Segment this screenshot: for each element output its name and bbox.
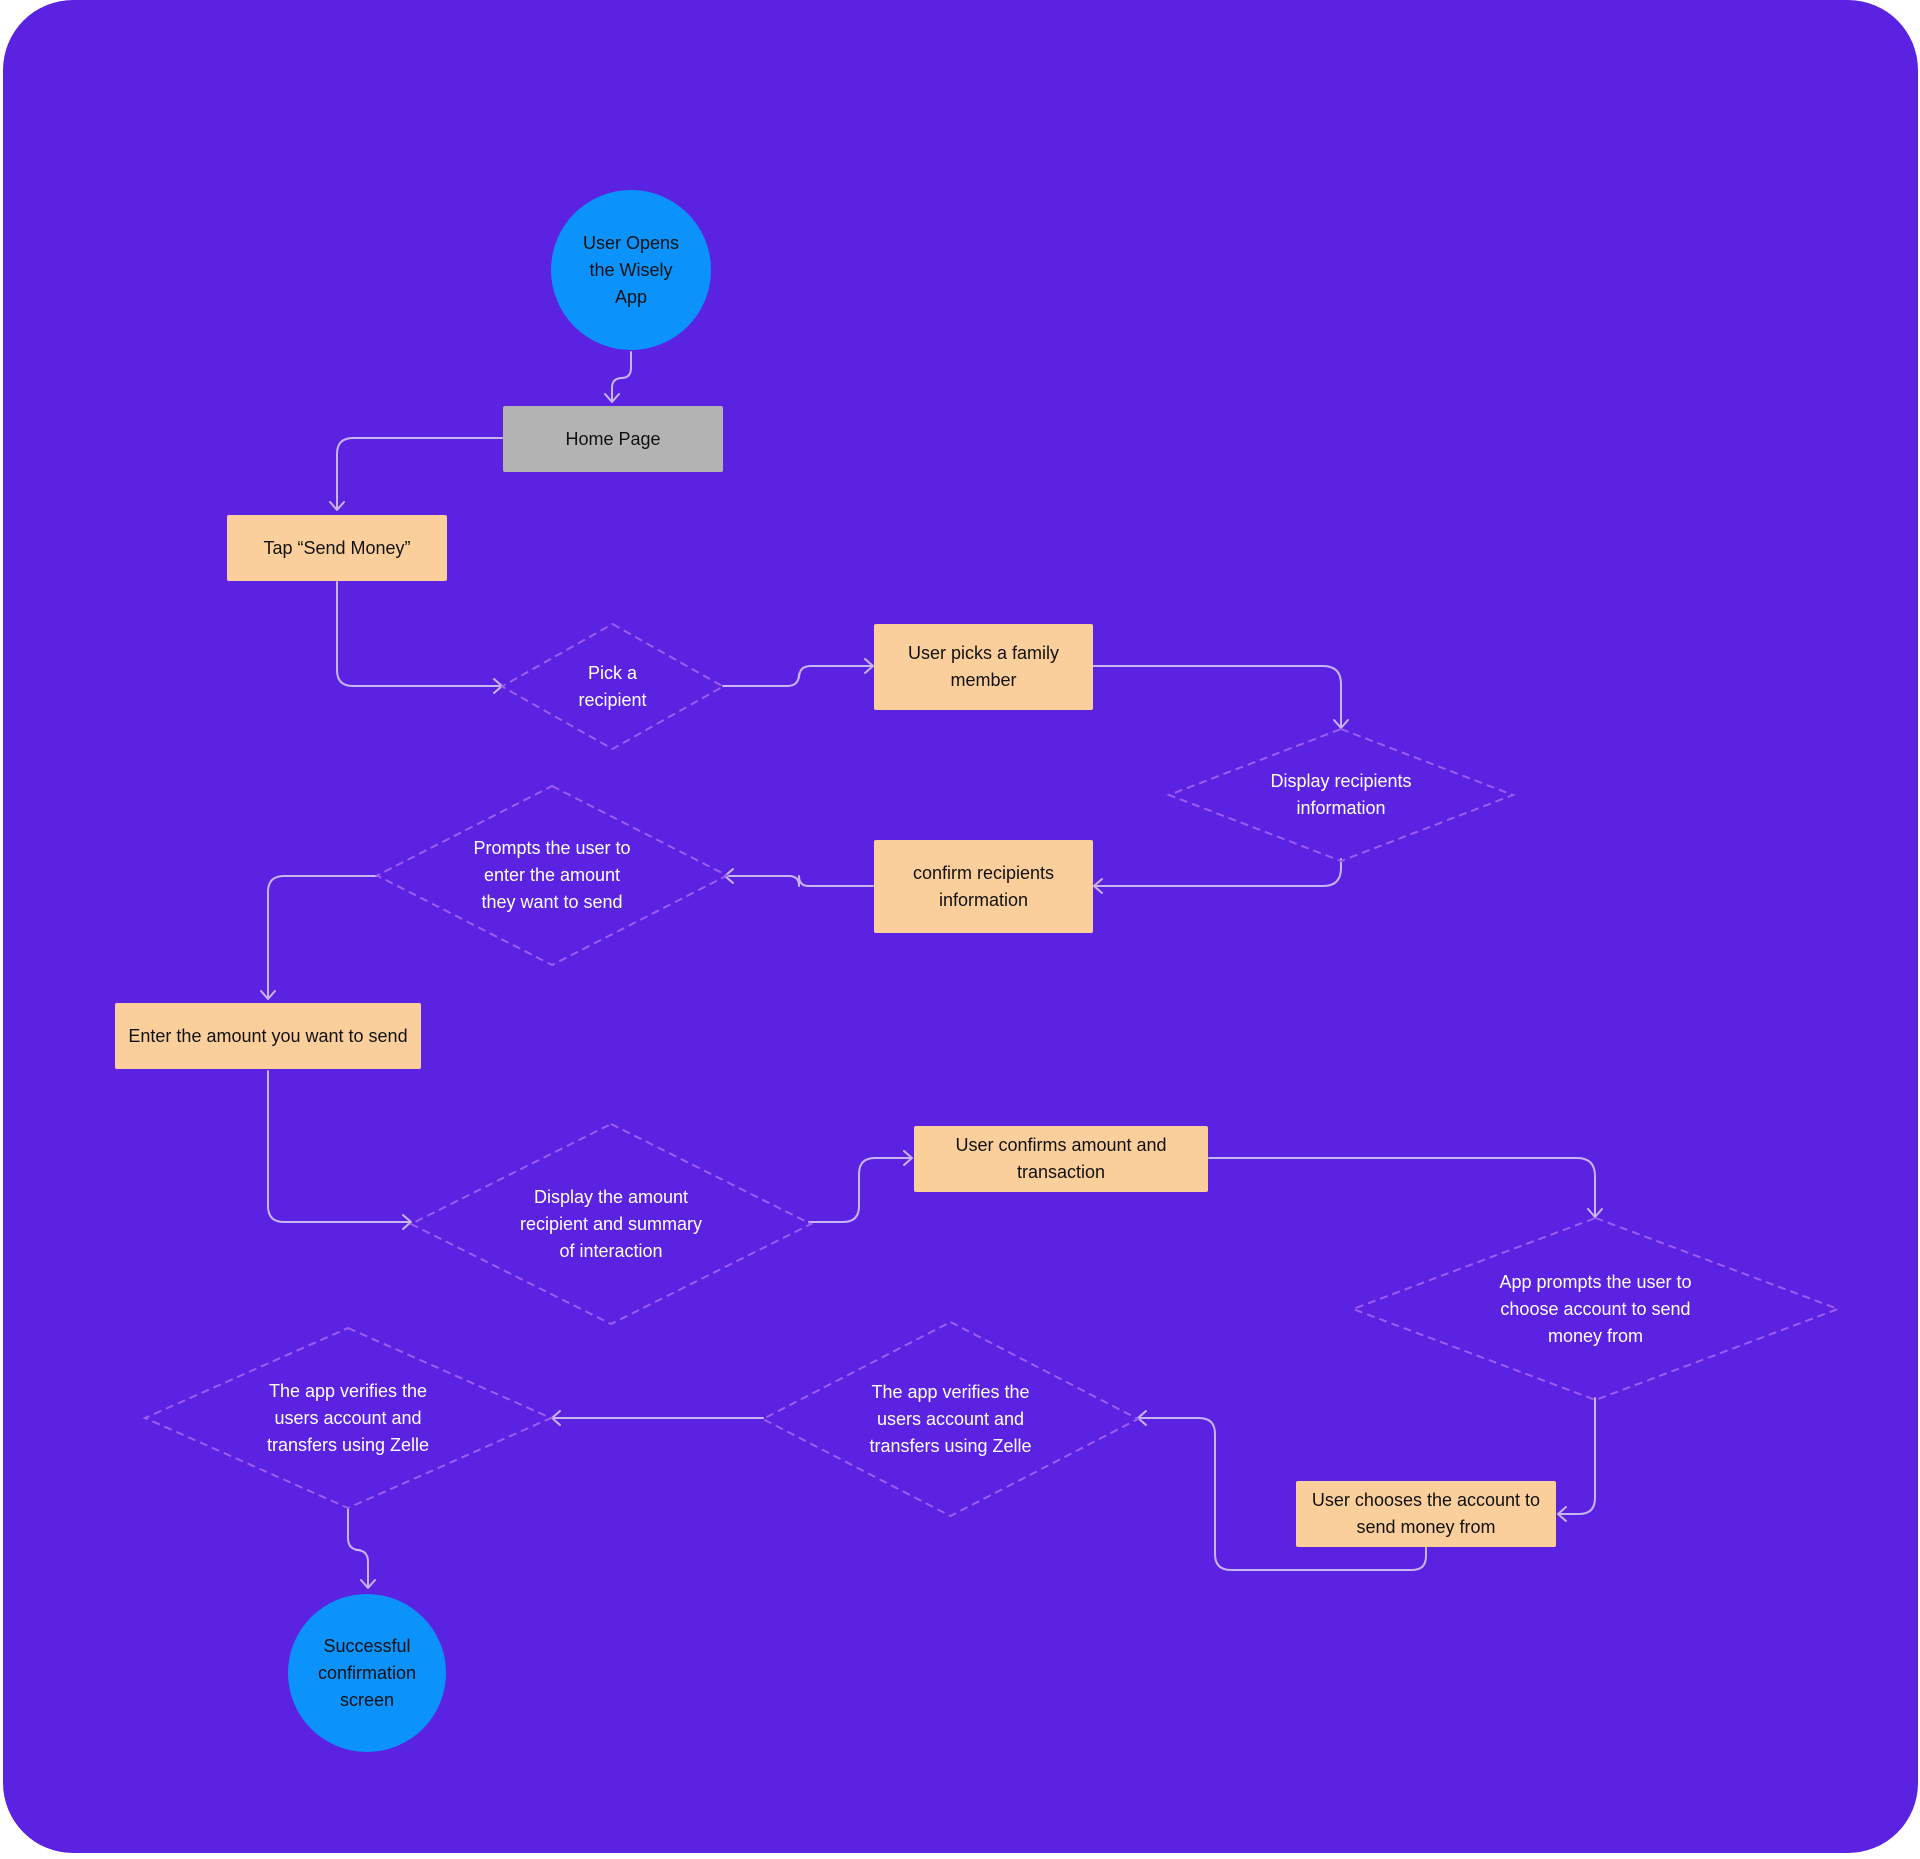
arrowhead xyxy=(260,990,276,1000)
success-node: Successful confirmation screen xyxy=(288,1594,446,1752)
decision-diamond-shape xyxy=(763,1322,1138,1516)
decision-diamond-shape xyxy=(411,1124,811,1324)
prompt-account-decision: App prompts the user to choose account t… xyxy=(1353,1218,1838,1400)
picks-family-member-label: User picks a family member xyxy=(907,643,1060,690)
connector-home-to-send xyxy=(336,437,503,510)
arrowhead xyxy=(604,393,620,403)
enter-amount-node: Enter the amount you want to send xyxy=(115,1003,421,1069)
connector-prompt-to-enter xyxy=(267,875,378,999)
choose-account-node: User chooses the account to send money f… xyxy=(1296,1481,1556,1547)
connector-layer xyxy=(260,351,1603,1589)
connector-send-to-pick xyxy=(336,581,502,687)
picks-family-member-node: User picks a family member xyxy=(874,624,1093,710)
connector-pick-to-family xyxy=(722,665,873,687)
confirm-amount-node: User confirms amount and transaction xyxy=(914,1126,1208,1192)
decision-diamond-shape xyxy=(377,786,727,965)
connector-confirm-to-prompt xyxy=(725,875,874,887)
arrowhead xyxy=(1333,719,1349,729)
tap-send-money-node: Tap “Send Money” xyxy=(227,515,447,581)
arrowhead xyxy=(402,1214,412,1230)
start-label: User Opens the Wisely App xyxy=(582,232,680,307)
connector-display-to-confirm xyxy=(1094,858,1342,887)
prompt-account-label: App prompts the user to choose account t… xyxy=(1499,1271,1692,1346)
arrowhead xyxy=(864,658,874,674)
flowchart-canvas: User Opens the Wisely App Home Page Tap … xyxy=(3,0,1918,1853)
prompt-amount-label: Prompts the user to enter the amount the… xyxy=(473,838,631,912)
decision-diamond-shape xyxy=(145,1328,551,1508)
choose-account-label: User chooses the account to send money f… xyxy=(1311,1490,1541,1537)
verify-1-label: The app verifies the users account and t… xyxy=(266,1380,430,1455)
verify-2-label: The app verifies the users account and t… xyxy=(869,1381,1032,1456)
display-recipient-info-decision: Display recipients information xyxy=(1169,729,1513,861)
arrowhead xyxy=(903,1150,913,1166)
display-summary-label: Display the amount recipient and summary… xyxy=(519,1186,703,1261)
home-page-label: Home Page xyxy=(565,428,661,449)
arrowhead xyxy=(329,501,345,511)
home-page-node: Home Page xyxy=(503,406,723,472)
connector-summary-to-confirm xyxy=(808,1157,912,1223)
decision-diamond-shape xyxy=(1169,729,1513,861)
prompt-amount-decision: Prompts the user to enter the amount the… xyxy=(377,786,727,965)
tap-send-money-label: Tap “Send Money” xyxy=(263,537,411,558)
connector-confirm-to-account xyxy=(1208,1157,1596,1217)
connector-family-to-display xyxy=(1092,665,1342,728)
arrowhead xyxy=(1557,1506,1567,1522)
start-node: User Opens the Wisely App xyxy=(551,190,711,350)
arrowhead xyxy=(360,1579,376,1589)
arrowhead xyxy=(1587,1208,1603,1218)
connector-start-to-home xyxy=(611,351,632,402)
verify-1-decision: The app verifies the users account and t… xyxy=(145,1328,551,1508)
confirm-recipient-info-node: confirm recipients information xyxy=(874,840,1093,933)
confirm-amount-label: User confirms amount and transaction xyxy=(955,1135,1167,1182)
pick-recipient-label: Pick a recipient xyxy=(578,662,647,710)
display-recipient-info-label: Display recipients information xyxy=(1270,771,1412,818)
verify-2-decision: The app verifies the users account and t… xyxy=(763,1322,1138,1516)
success-label: Successful confirmation screen xyxy=(317,1635,417,1710)
connector-account-to-choose xyxy=(1558,1397,1596,1515)
connector-enter-to-summary xyxy=(267,1070,411,1223)
connector-choose-to-verify2 xyxy=(1138,1417,1427,1571)
confirm-recipient-info-label: confirm recipients information xyxy=(912,862,1055,910)
pick-recipient-decision: Pick a recipient xyxy=(502,624,723,749)
decision-diamond-shape xyxy=(1353,1218,1838,1400)
arrowhead xyxy=(1093,878,1103,894)
display-summary-decision: Display the amount recipient and summary… xyxy=(411,1124,811,1324)
connector-verify1-to-success xyxy=(347,1507,369,1588)
enter-amount-label: Enter the amount you want to send xyxy=(128,1025,408,1046)
decision-diamond-shape xyxy=(502,624,723,749)
